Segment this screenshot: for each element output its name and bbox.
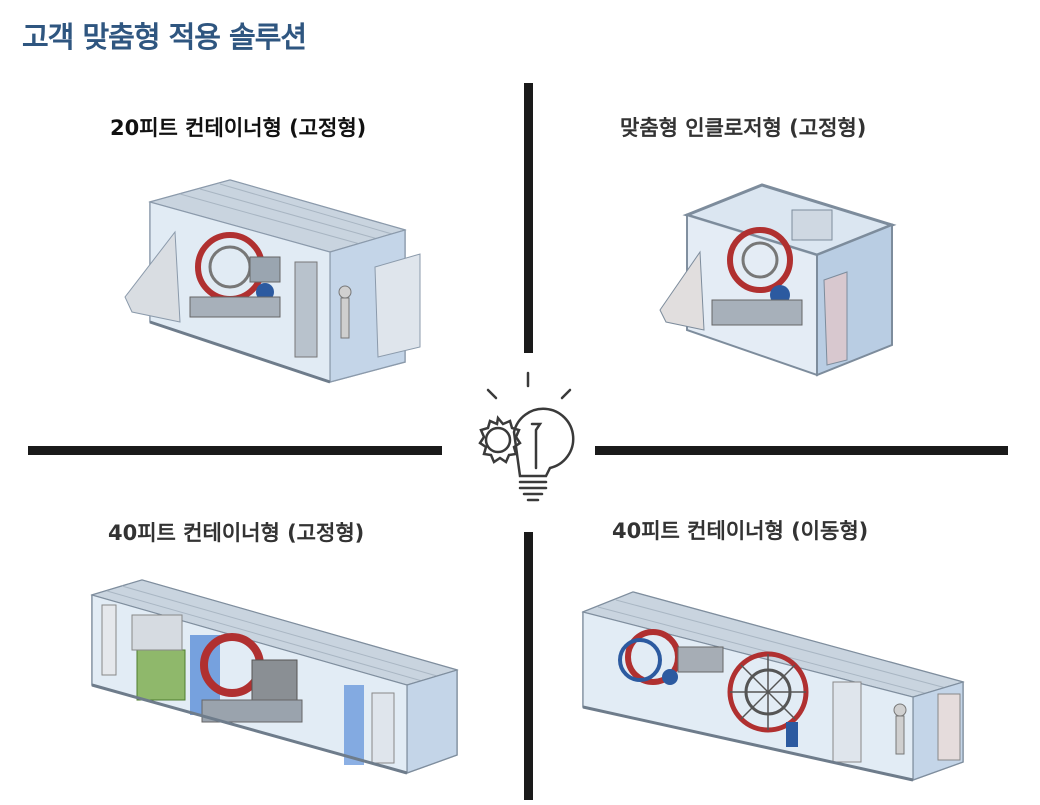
- quadrant-label-40ft-mobile: 40피트 컨테이너형 (이동형): [612, 519, 869, 543]
- divider-left: [28, 446, 442, 455]
- container-40ft-fixed-illustration: [90, 579, 459, 775]
- divider-top: [524, 83, 533, 353]
- divider-bottom: [524, 532, 533, 800]
- custom-enclosure-illustration: [659, 183, 897, 377]
- divider-right: [595, 446, 1008, 455]
- quadrant-label-40ft-fixed: 40피트 컨테이너형 (고정형): [108, 521, 365, 545]
- lightbulb-gear-icon: [478, 371, 575, 502]
- container-20ft-illustration: [124, 179, 421, 384]
- quadrant-label-20ft-fixed: 20피트 컨테이너형 (고정형): [110, 116, 367, 140]
- page-title: 고객 맞춤형 적용 솔루션: [22, 20, 307, 54]
- container-40ft-mobile-illustration: [581, 591, 965, 782]
- quadrant-label-enclosure-fixed: 맞춤형 인클로저형 (고정형): [620, 116, 867, 140]
